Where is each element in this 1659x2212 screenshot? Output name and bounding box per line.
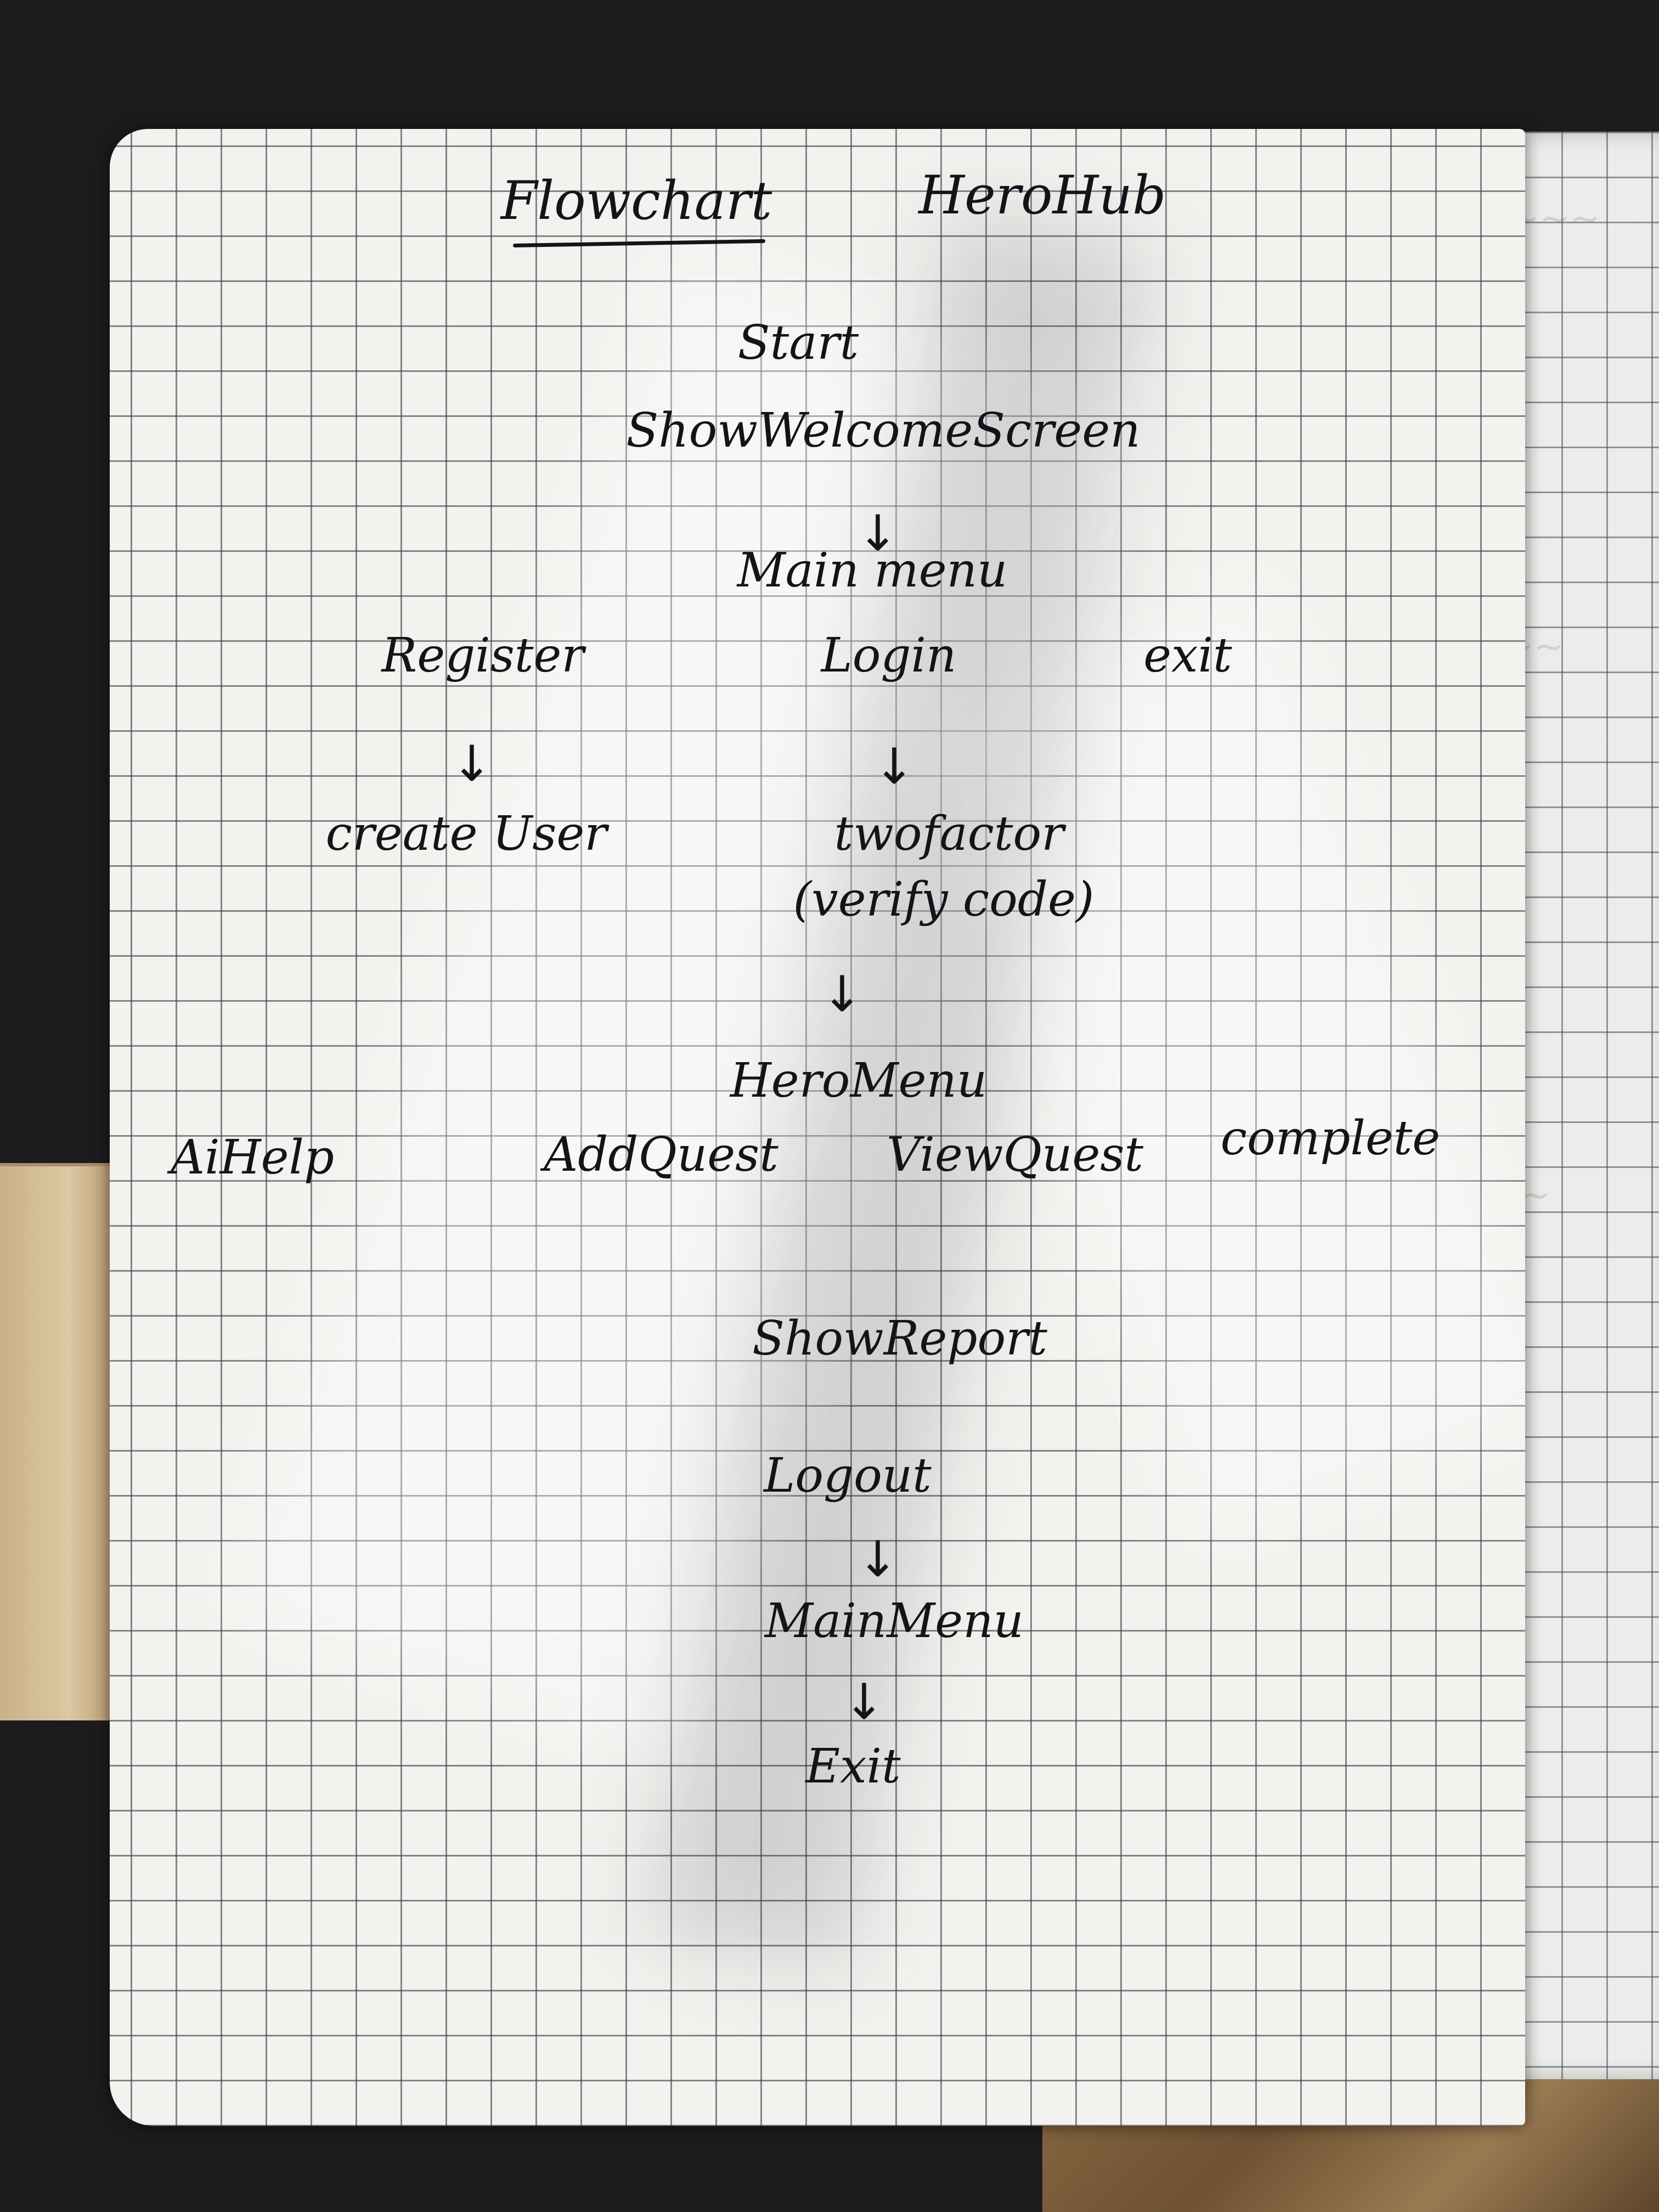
down-arrow-icon: ↓: [857, 505, 899, 562]
view-quest-node: ViewQuest: [886, 1127, 1144, 1182]
main-menu-node: Main menu: [737, 543, 1008, 598]
ai-help-node: AiHelp: [170, 1130, 335, 1185]
logout-node: Logout: [764, 1448, 932, 1503]
down-arrow-icon: ↓: [821, 966, 863, 1023]
notebook-page: [110, 129, 1525, 2126]
complete-node: complete: [1220, 1111, 1441, 1166]
two-factor-node: twofactor: [834, 806, 1064, 861]
down-arrow-icon: ↓: [857, 1531, 899, 1588]
add-quest-node: AddQuest: [544, 1127, 778, 1182]
exit-final-node: Exit: [805, 1739, 901, 1794]
show-report-node: ShowReport: [752, 1311, 1047, 1366]
verify-code-node: (verify code): [793, 872, 1094, 927]
exit-option-node: exit: [1143, 628, 1232, 683]
flowchart-heading: Flowchart: [500, 170, 772, 232]
hero-menu-node: HeroMenu: [730, 1053, 988, 1108]
welcome-screen-node: ShowWelcomeScreen: [626, 403, 1141, 458]
down-arrow-icon: ↓: [873, 738, 915, 795]
down-arrow-icon: ↓: [843, 1673, 885, 1731]
down-arrow-icon: ↓: [451, 735, 493, 793]
main-menu-return-node: MainMenu: [765, 1594, 1024, 1649]
start-node: Start: [737, 315, 859, 370]
login-node: Login: [821, 628, 957, 683]
light-patch: [904, 583, 1525, 1540]
app-name-heading: HeroHub: [918, 165, 1166, 226]
create-user-node: create User: [325, 806, 607, 861]
register-node: Register: [381, 628, 584, 683]
book-edge: [0, 1163, 115, 1720]
light-patch: [230, 252, 1141, 1762]
